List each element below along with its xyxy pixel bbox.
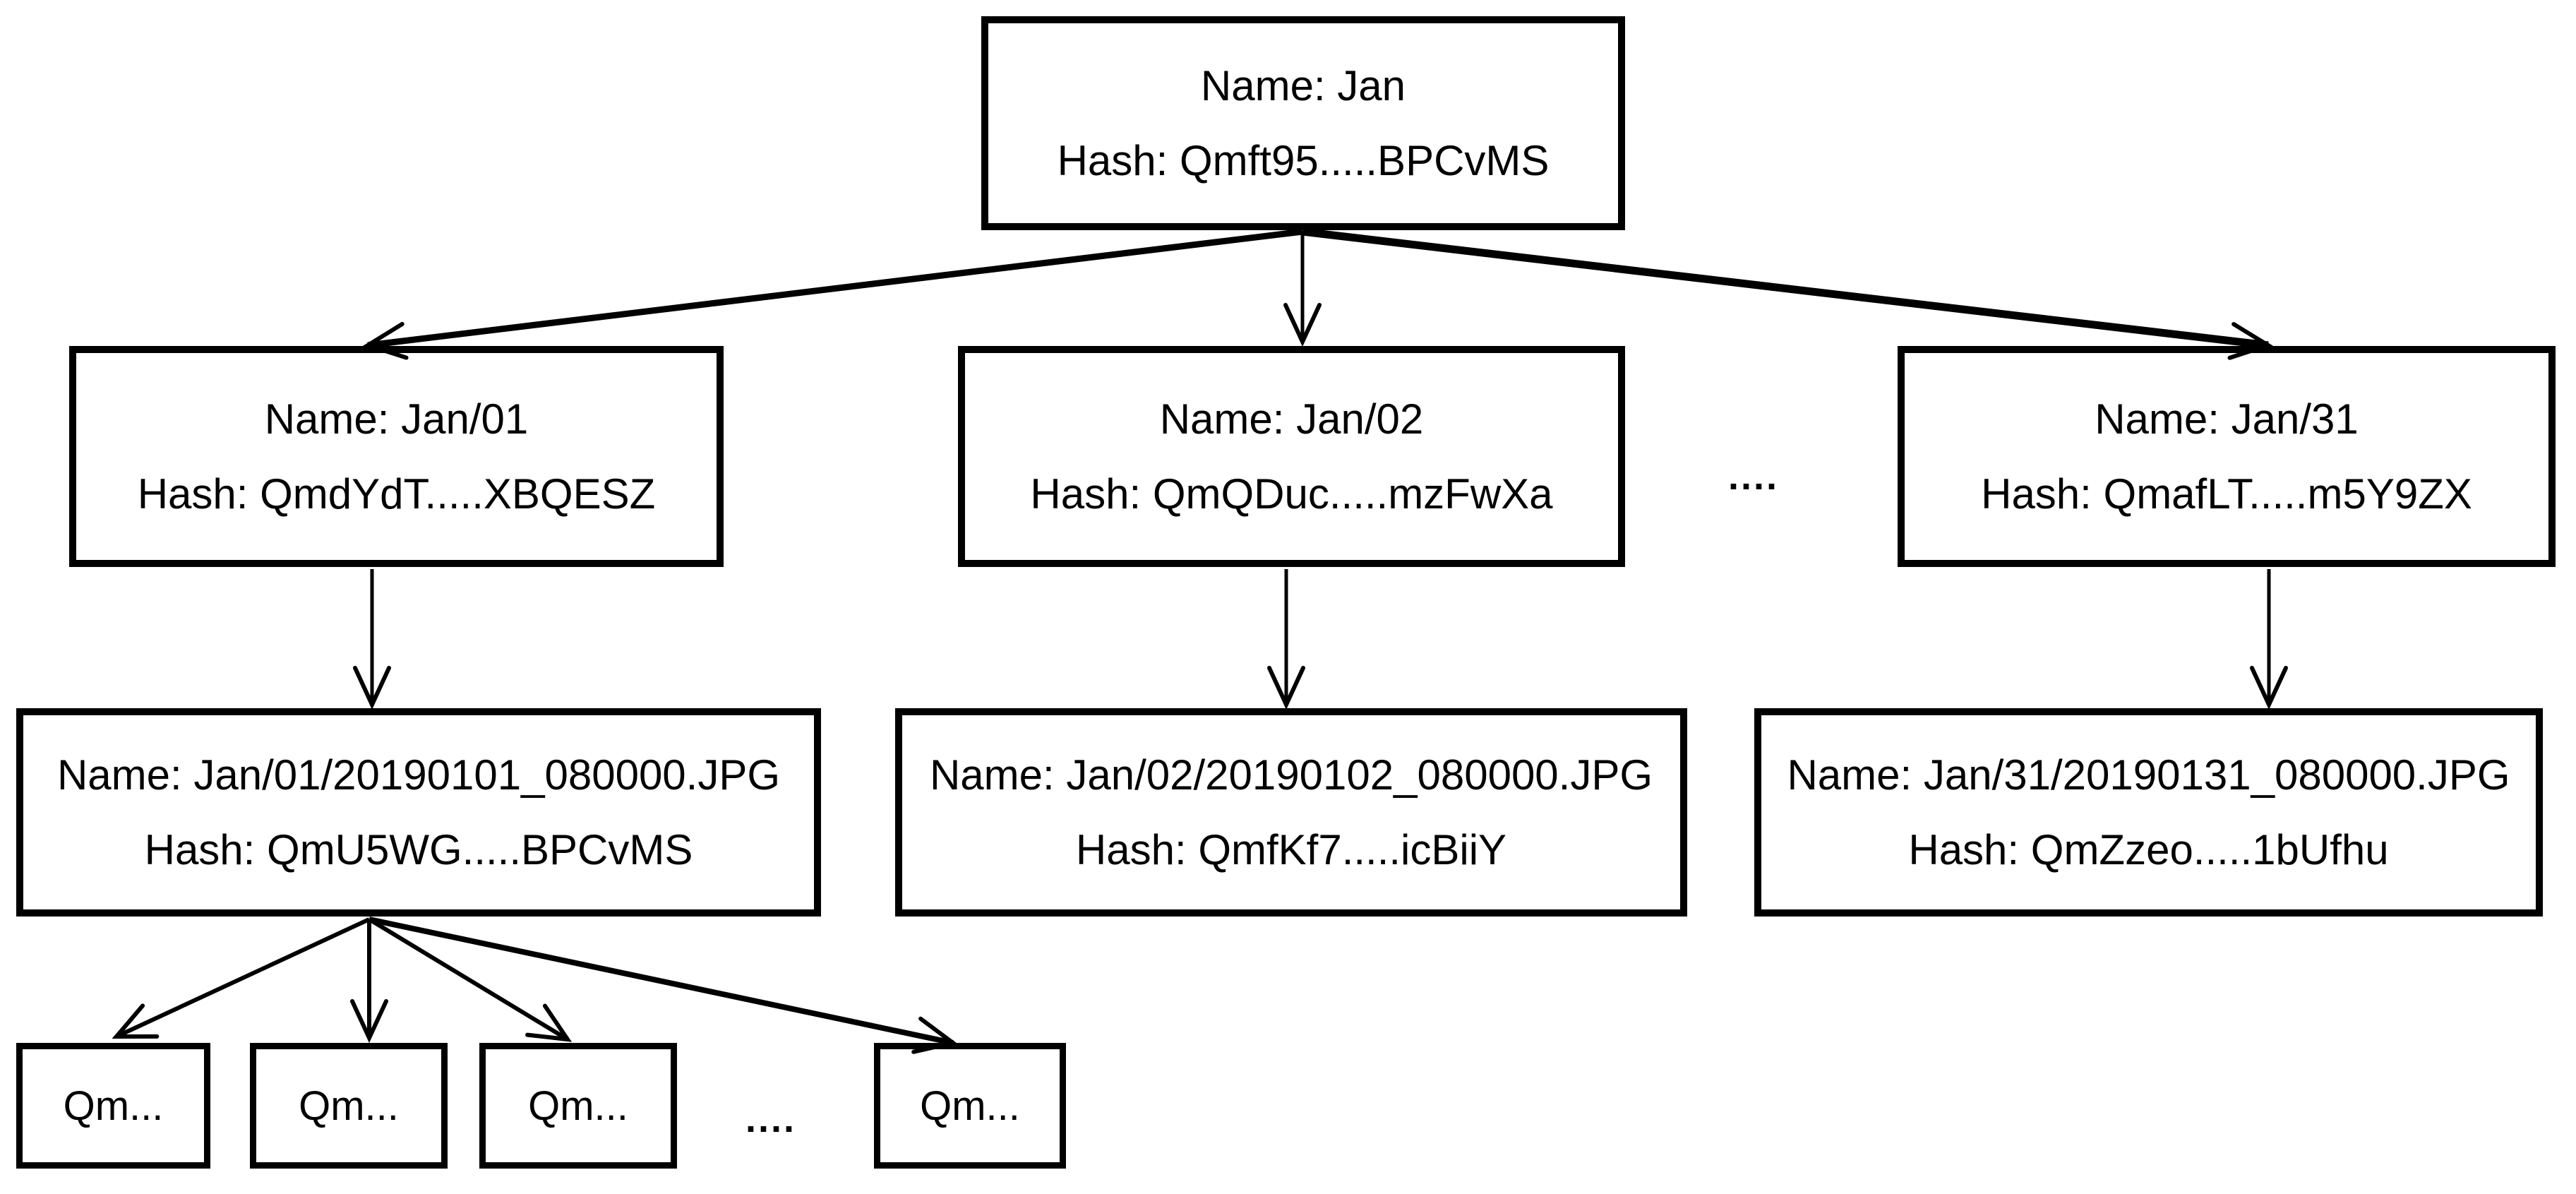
tree-node-jan-01: Name: Jan/01 Hash: QmdYdT.....XBQESZ xyxy=(69,346,724,567)
chunk-node-2: Qm... xyxy=(250,1043,448,1169)
node-hash-label: Hash: QmU5WG.....BPCvMS xyxy=(144,825,693,873)
tree-node-jan-02: Name: Jan/02 Hash: QmQDuc.....mzFwXa xyxy=(958,346,1625,567)
tree-node-photo-jan-01: Name: Jan/01/20190101_080000.JPG Hash: Q… xyxy=(16,708,821,917)
node-name-label: Name: Jan/31/20190131_080000.JPG xyxy=(1787,751,2510,799)
node-hash-label: Hash: Qmft95.....BPCvMS xyxy=(1057,136,1550,184)
arrow-root-to-day01 xyxy=(362,228,1303,360)
node-hash-label: Hash: QmfKf7.....icBiiY xyxy=(1075,825,1507,873)
chunk-node-3: Qm... xyxy=(479,1043,677,1169)
arrow-root-to-day31 xyxy=(1302,227,2274,360)
node-hash-label: Hash: QmafLT.....m5Y9ZX xyxy=(1981,470,2472,518)
node-hash-label: Hash: QmZzeo.....1bUfhu xyxy=(1908,825,2389,873)
node-name-label: Name: Jan xyxy=(1200,61,1406,109)
tree-node-jan: Name: Jan Hash: Qmft95.....BPCvMS xyxy=(981,16,1625,230)
node-hash-label: Hash: QmdYdT.....XBQESZ xyxy=(137,470,656,518)
chunk-node-4: Qm... xyxy=(874,1043,1066,1169)
node-name-label: Name: Jan/31 xyxy=(2095,395,2359,443)
node-name-label: Name: Jan/01/20190101_080000.JPG xyxy=(56,751,781,799)
tree-node-jan-31: Name: Jan/31 Hash: QmafLT.....m5Y9ZX xyxy=(1898,346,2556,567)
tree-node-photo-jan-02: Name: Jan/02/20190102_080000.JPG Hash: Q… xyxy=(895,708,1687,917)
days-ellipsis: .... xyxy=(1728,455,1780,498)
chunk-node-1: Qm... xyxy=(16,1043,210,1169)
node-name-label: Name: Jan/02/20190102_080000.JPG xyxy=(929,751,1653,799)
arrow-photo01-to-chunk4 xyxy=(369,917,959,1054)
arrow-photo01-to-chunk1 xyxy=(112,917,371,1039)
arrow-photo01-to-chunk3 xyxy=(368,917,573,1042)
chunks-ellipsis: .... xyxy=(745,1098,797,1140)
tree-node-photo-jan-31: Name: Jan/31/20190131_080000.JPG Hash: Q… xyxy=(1754,708,2543,917)
node-hash-label: Hash: QmQDuc.....mzFwXa xyxy=(1030,470,1553,518)
node-name-label: Name: Jan/02 xyxy=(1159,395,1424,443)
node-name-label: Name: Jan/01 xyxy=(264,395,529,443)
